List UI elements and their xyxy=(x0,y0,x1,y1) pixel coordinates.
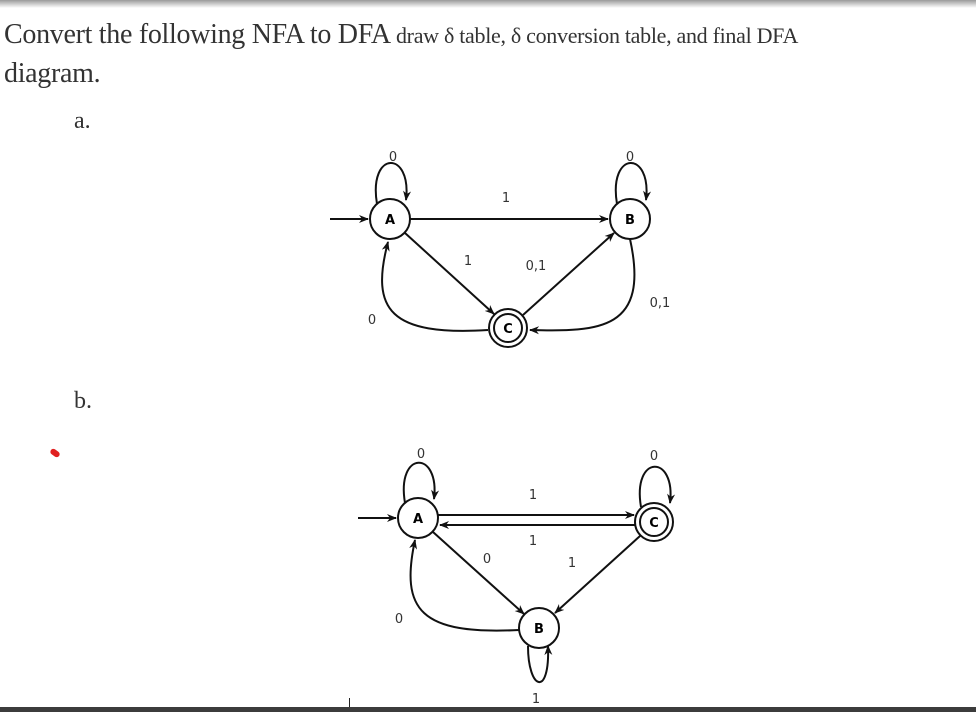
svg-text:0: 0 xyxy=(626,150,634,165)
state-c-accepting: C xyxy=(634,502,674,542)
svg-text:0: 0 xyxy=(368,313,376,328)
state-c-accepting: C xyxy=(488,308,528,348)
svg-text:1: 1 xyxy=(532,692,540,707)
part-b-label: b. xyxy=(74,388,92,414)
svg-text:1: 1 xyxy=(529,488,537,503)
red-annotation-mark xyxy=(49,447,61,459)
part-a-label: a. xyxy=(74,108,91,134)
svg-text:0,1: 0,1 xyxy=(526,259,547,274)
nfa-diagram-a: A B C 0 1 1 0,1 0 0,1 0 xyxy=(330,150,671,348)
question-instructions: draw δ table, δ conversion table, and fi… xyxy=(395,23,799,48)
state-b: B xyxy=(518,607,560,649)
state-b: B xyxy=(609,198,651,240)
svg-text:A: A xyxy=(413,512,423,527)
svg-text:0: 0 xyxy=(417,447,425,462)
svg-text:1: 1 xyxy=(464,254,472,269)
svg-text:0: 0 xyxy=(483,552,491,567)
svg-text:0,1: 0,1 xyxy=(650,296,671,311)
svg-text:0: 0 xyxy=(395,612,403,627)
svg-text:B: B xyxy=(534,622,544,637)
window-top-shadow xyxy=(0,0,976,8)
state-a: A xyxy=(369,198,411,240)
svg-text:1: 1 xyxy=(568,556,576,571)
svg-text:1: 1 xyxy=(529,534,537,549)
svg-text:1: 1 xyxy=(502,191,510,206)
question-main: Convert the following NFA to DFA xyxy=(4,19,390,50)
question-line2: diagram. xyxy=(4,58,101,89)
state-a: A xyxy=(397,497,439,539)
bottom-bar xyxy=(0,707,976,712)
question-text: Convert the following NFA to DFA draw δ … xyxy=(4,16,964,93)
svg-text:A: A xyxy=(385,213,395,228)
svg-text:0: 0 xyxy=(389,150,397,165)
svg-text:C: C xyxy=(649,516,659,531)
svg-text:C: C xyxy=(503,322,513,337)
nfa-diagram-b: A B C 0 1 1 0 1 0 0 1 xyxy=(358,447,676,707)
svg-text:B: B xyxy=(625,213,635,228)
svg-text:0: 0 xyxy=(650,449,658,464)
text-cursor xyxy=(349,698,350,707)
